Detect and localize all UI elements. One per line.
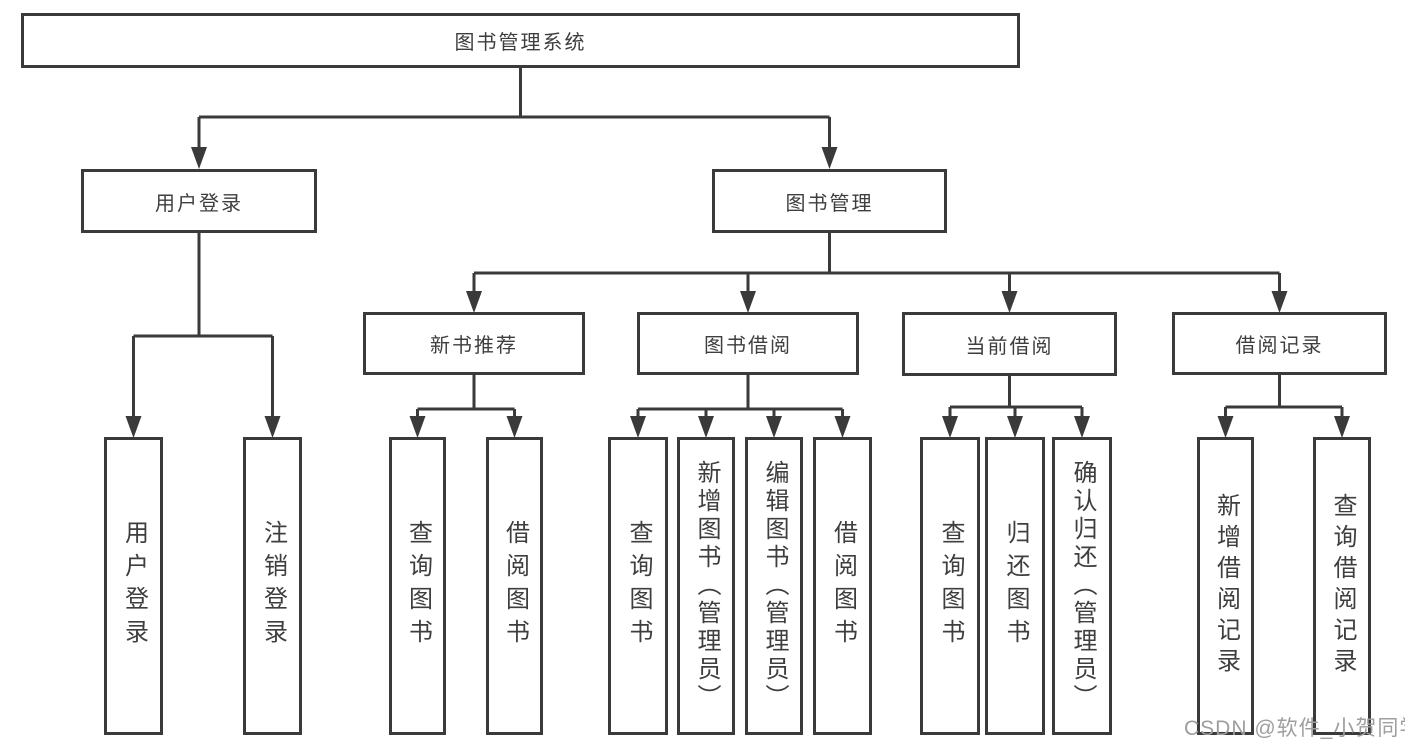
- leaf-return-book: 归还图书: [985, 437, 1045, 735]
- node-library-system-label: 图书管理系统: [454, 32, 587, 54]
- leaf-confirm-return-admin-label: 确认归还（管理员）: [1069, 460, 1096, 712]
- leaf-logout: 注销登录: [243, 437, 302, 735]
- leaf-return-book-label: 归还图书: [1002, 520, 1029, 652]
- leaf-confirm-return-admin: 确认归还（管理员）: [1052, 437, 1112, 735]
- leaf-add-book-admin-label: 新增图书（管理员）: [693, 460, 720, 712]
- node-book-management-label: 图书管理: [785, 192, 874, 215]
- leaf-query-books-2-label: 查询图书: [625, 520, 652, 652]
- node-borrow-records: 借阅记录: [1172, 312, 1387, 375]
- node-current-borrowing: 当前借阅: [902, 312, 1117, 376]
- leaf-add-book-admin: 新增图书（管理员）: [677, 437, 735, 735]
- tree-edges: [132, 68, 1344, 418]
- node-book-borrowing: 图书借阅: [637, 312, 859, 375]
- leaf-query-borrow-record: 查询借阅记录: [1313, 437, 1371, 735]
- leaf-query-books-3-label: 查询图书: [937, 520, 964, 652]
- node-new-book-recommend: 新书推荐: [363, 312, 585, 375]
- leaf-add-borrow-record: 新增借阅记录: [1197, 437, 1254, 735]
- leaf-borrow-books-1: 借阅图书: [486, 437, 543, 735]
- leaf-borrow-books-2: 借阅图书: [813, 437, 872, 735]
- node-book-borrowing-label: 图书借阅: [704, 335, 792, 357]
- leaf-borrow-books-2-label: 借阅图书: [829, 520, 857, 652]
- leaf-query-borrow-record-label: 查询借阅记录: [1329, 493, 1356, 679]
- leaf-user-login: 用户登录: [104, 437, 163, 735]
- node-current-borrowing-label: 当前借阅: [965, 335, 1054, 358]
- leaf-edit-book-admin: 编辑图书（管理员）: [745, 437, 803, 735]
- node-user-login-label: 用户登录: [155, 192, 243, 215]
- watermark: CSDN @软件_小贺同学: [1184, 717, 1405, 740]
- node-book-management: 图书管理: [712, 169, 947, 233]
- leaf-query-books-1-label: 查询图书: [404, 520, 432, 652]
- leaf-borrow-books-1-label: 借阅图书: [501, 520, 529, 652]
- leaf-query-books-3: 查询图书: [920, 437, 980, 735]
- node-library-system: 图书管理系统: [21, 13, 1020, 68]
- leaf-add-borrow-record-label: 新增借阅记录: [1212, 493, 1240, 679]
- leaf-user-login-label: 用户登录: [120, 520, 148, 652]
- leaf-query-books-1: 查询图书: [389, 437, 446, 735]
- node-user-login: 用户登录: [81, 169, 317, 233]
- node-new-book-recommend-label: 新书推荐: [430, 335, 518, 357]
- node-borrow-records-label: 借阅记录: [1235, 335, 1324, 357]
- leaf-edit-book-admin-label: 编辑图书（管理员）: [761, 460, 788, 712]
- leaf-logout-label: 注销登录: [259, 520, 287, 652]
- leaf-query-books-2: 查询图书: [608, 437, 668, 735]
